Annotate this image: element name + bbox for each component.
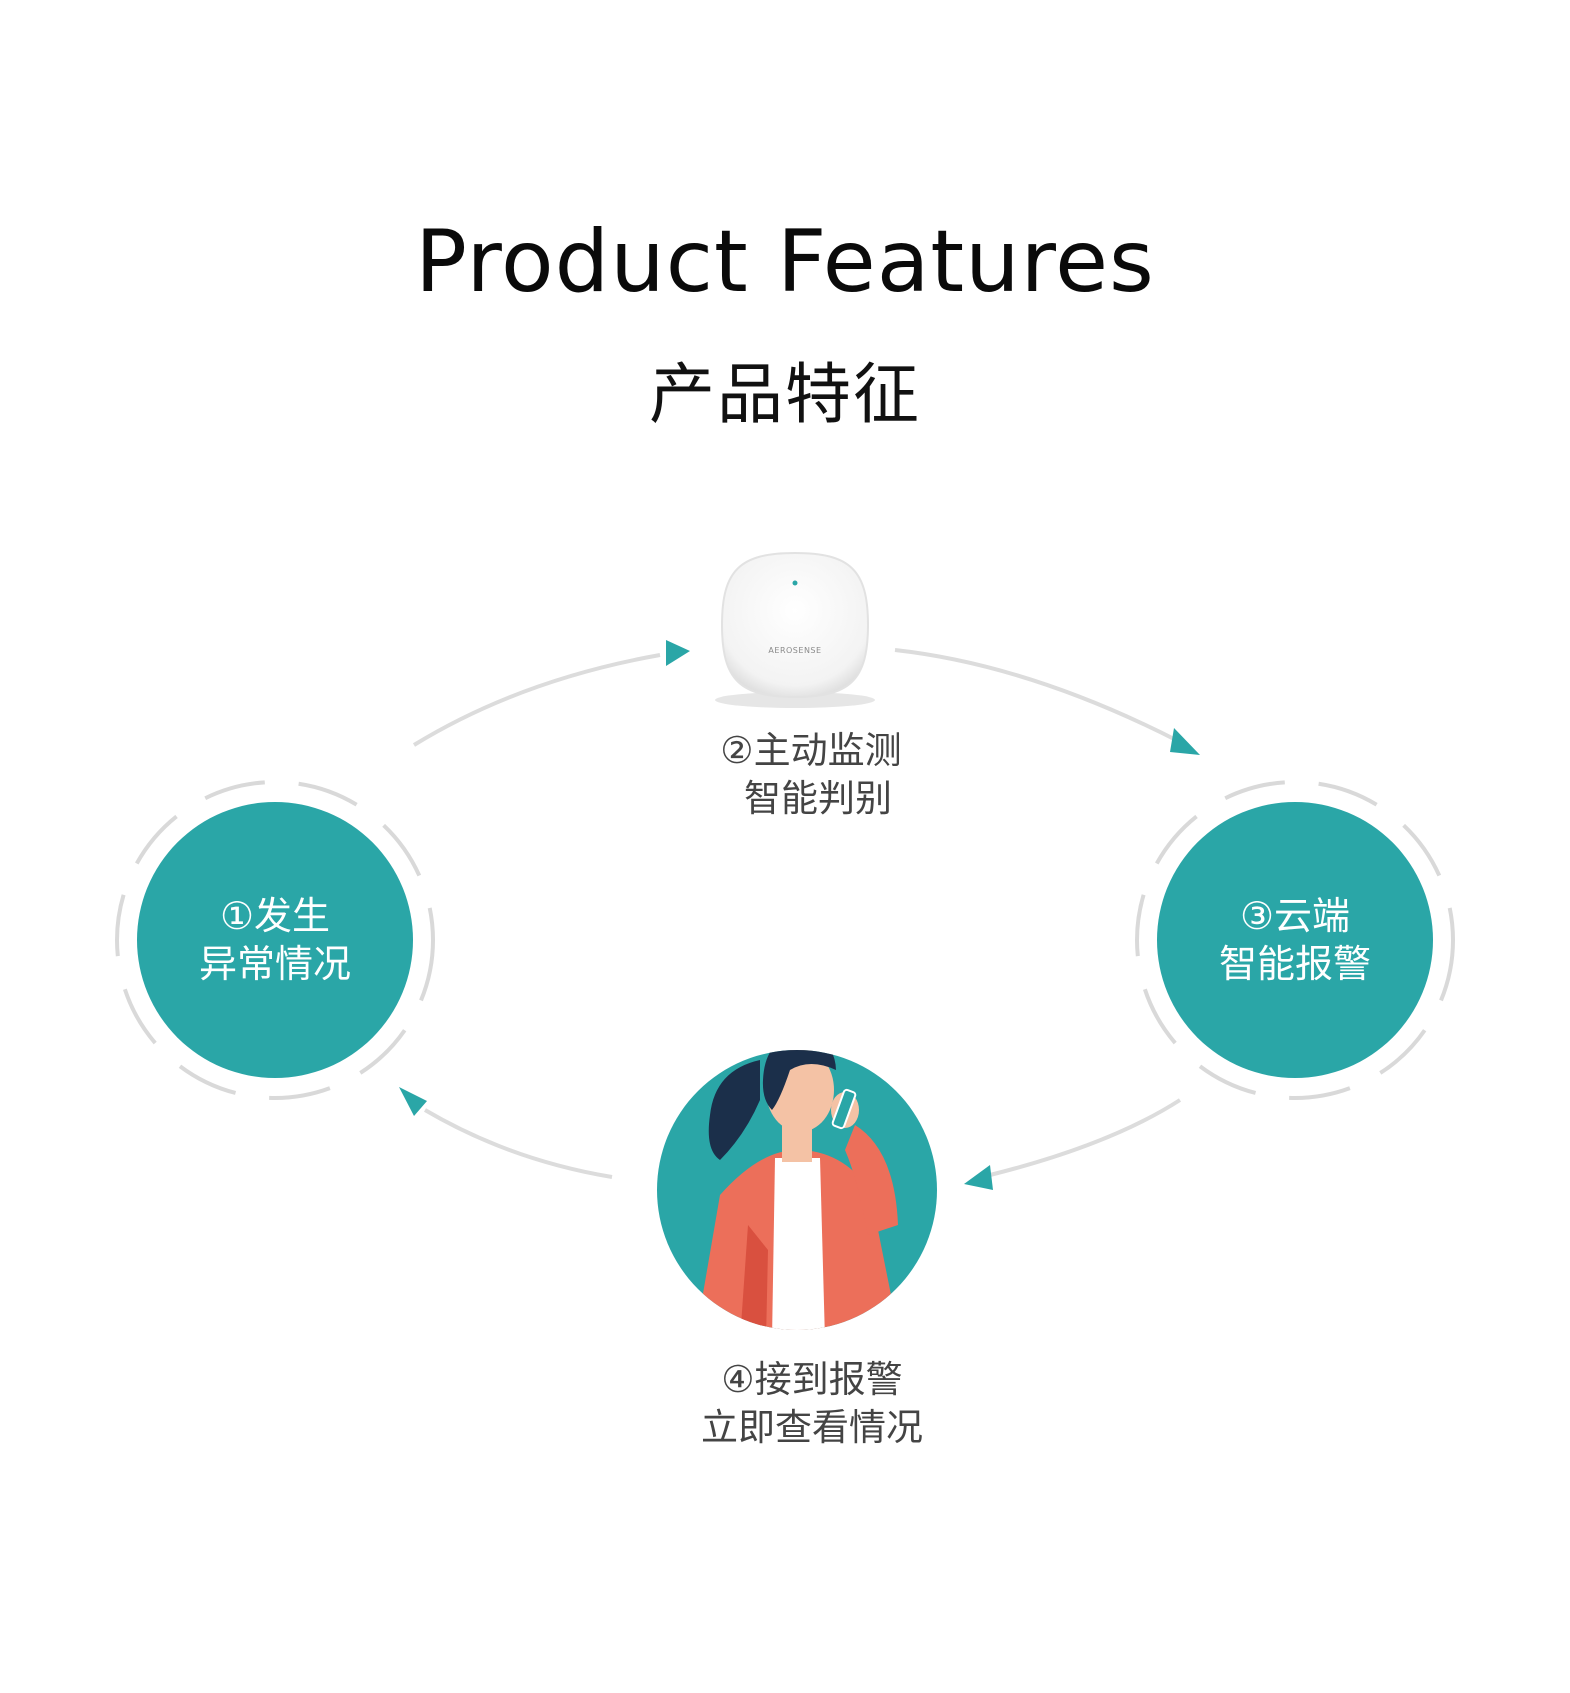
step1-label-line1: ①发生 <box>219 894 331 938</box>
step3-circle <box>1157 802 1433 1078</box>
step2-caption: ②主动监测 智能判别 <box>651 727 971 823</box>
triangle-arrow-icon <box>964 1165 993 1190</box>
triangle-arrow-icon <box>666 640 690 666</box>
page-title-en: Product Features <box>415 212 1155 312</box>
step1-dashed-ring <box>115 780 435 1100</box>
sensor-device-icon: AEROSENSE <box>715 551 875 708</box>
arc-step4-to-step1 <box>423 1108 613 1179</box>
arc-step1-to-step2 <box>412 653 661 747</box>
step3-label-line1: ③云端 <box>1239 894 1351 938</box>
step4-caption: ④接到报警 立即查看情况 <box>652 1356 972 1452</box>
step4-caption-line1: ④接到报警 <box>721 1358 903 1401</box>
triangle-arrow-icon <box>399 1087 427 1116</box>
device-brand-text: AEROSENSE <box>768 646 821 655</box>
step1-label-line2: 异常情况 <box>198 942 351 986</box>
step1-label: ①发生 异常情况 <box>135 892 415 988</box>
triangle-arrow-icon <box>1170 728 1200 755</box>
step4-caption-line2: 立即查看情况 <box>701 1406 923 1449</box>
woman-on-phone-illustration <box>657 1050 937 1330</box>
arc-step3-to-step4 <box>989 1098 1182 1177</box>
step3-label-line2: 智能报警 <box>1218 942 1371 986</box>
step2-caption-line1: ②主动监测 <box>720 729 902 772</box>
arc-step2-to-step3 <box>894 648 1181 744</box>
step1-circle <box>137 802 413 1078</box>
step3-label: ③云端 智能报警 <box>1155 892 1435 988</box>
page-title-zh: 产品特征 <box>649 356 921 433</box>
step3-dashed-ring <box>1135 780 1455 1100</box>
step2-caption-line2: 智能判别 <box>744 777 892 820</box>
